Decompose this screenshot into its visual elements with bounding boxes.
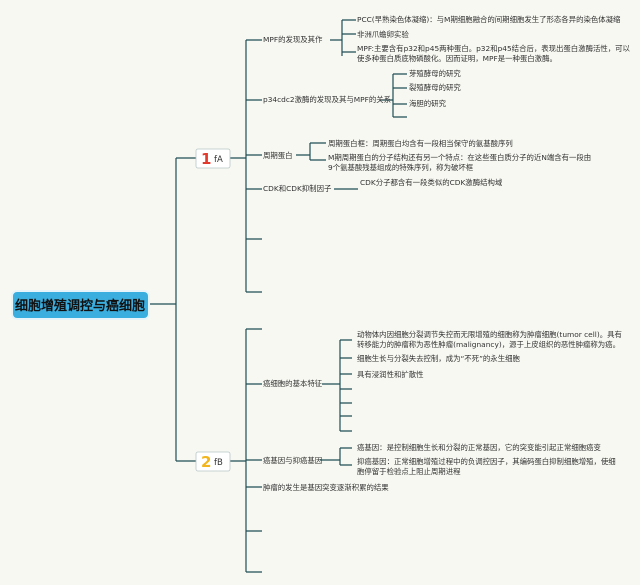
branch-2-number: 2 xyxy=(201,453,211,471)
connectors xyxy=(148,19,407,573)
detail-budding-yeast: 芽殖酵母的研究 xyxy=(409,69,461,78)
root-node[interactable]: 细胞增殖调控与癌细胞 xyxy=(11,290,150,320)
root-label: 细胞增殖调控与癌细胞 xyxy=(15,298,145,314)
detail-tumor-suppressor-line2: 胞停留于检验点上阻止周期进程 xyxy=(357,467,461,476)
topic-p34cdc2[interactable]: p34cdc2激酶的发现及其与MPF的关系 xyxy=(263,95,391,104)
detail-mpf-proteins-line1: MPF:主要含有p32和p45两种蛋白。p32和p45结合后，表现出蛋白激酶活性… xyxy=(357,44,631,53)
topic-cdk[interactable]: CDK和CDK抑制因子 xyxy=(263,184,332,193)
detail-mpf-xenopus: 非洲爪蟾卵实验 xyxy=(357,30,409,39)
detail-immortal-cells: 细胞生长与分裂失去控制，成为“不死”的永生细胞 xyxy=(357,354,520,363)
topic-mutation-accumulation[interactable]: 肿瘤的发生是基因突变逐渐积累的结果 xyxy=(263,483,389,492)
detail-mpf-pcc: PCC(早熟染色体凝缩)：与M期细胞融合的间期细胞发生了形态各异的染色体凝缩 xyxy=(357,15,621,24)
detail-tumor-suppressor-line1: 抑癌基因：正常细胞增殖过程中的负调控因子，其编码蛋白抑制细胞增殖，使细 xyxy=(357,457,616,466)
detail-invasive: 具有浸润性和扩散性 xyxy=(357,370,424,379)
detail-cdk-domain: CDK分子都含有一段类似的CDK激酶结构域 xyxy=(360,178,503,187)
branch-1-node[interactable]: 1 fA xyxy=(195,148,231,169)
branch-2-node[interactable]: 2 fB xyxy=(195,451,231,472)
detail-sea-urchin: 海胆的研究 xyxy=(409,99,447,108)
topic-mpf-discovery[interactable]: MPF的发现及其作 xyxy=(263,35,323,44)
detail-fission-yeast: 裂殖酵母的研究 xyxy=(409,83,461,92)
detail-cyclin-m-line1: M期周期蛋白的分子结构还有另一个特点：在这些蛋白质分子的近N端含有一段由 xyxy=(328,153,591,162)
branch-1-number: 1 xyxy=(201,150,211,168)
detail-oncogene: 癌基因：是控制细胞生长和分裂的正常基因，它的突变能引起正常细胞癌变 xyxy=(357,443,602,452)
detail-cyclin-box: 周期蛋白框：周期蛋白均含有一段相当保守的氨基酸序列 xyxy=(328,139,513,148)
detail-tumor-cell-line2: 转移能力的肿瘤称为恶性肿瘤(malignancy)，源于上皮组织的恶性肿瘤称为癌… xyxy=(357,340,620,349)
topic-cyclin[interactable]: 周期蛋白 xyxy=(263,151,293,160)
branch-1-label: fA xyxy=(214,155,223,165)
topic-oncogenes[interactable]: 癌基因与抑癌基因 xyxy=(263,456,322,465)
detail-mpf-proteins-line2: 使多种蛋白质底物磷酸化。因而证明，MPF是一种蛋白激酶。 xyxy=(357,54,557,63)
topic-cancer-features[interactable]: 癌细胞的基本特征 xyxy=(263,379,323,388)
detail-tumor-cell-line1: 动物体内因细胞分裂调节失控而无限增殖的细胞称为肿瘤细胞(tumor cell)。… xyxy=(357,330,622,339)
detail-cyclin-m-line2: 9个氨基酸残基组成的特殊序列，称为破坏框 xyxy=(328,163,474,172)
branch-2-label: fB xyxy=(214,458,223,468)
